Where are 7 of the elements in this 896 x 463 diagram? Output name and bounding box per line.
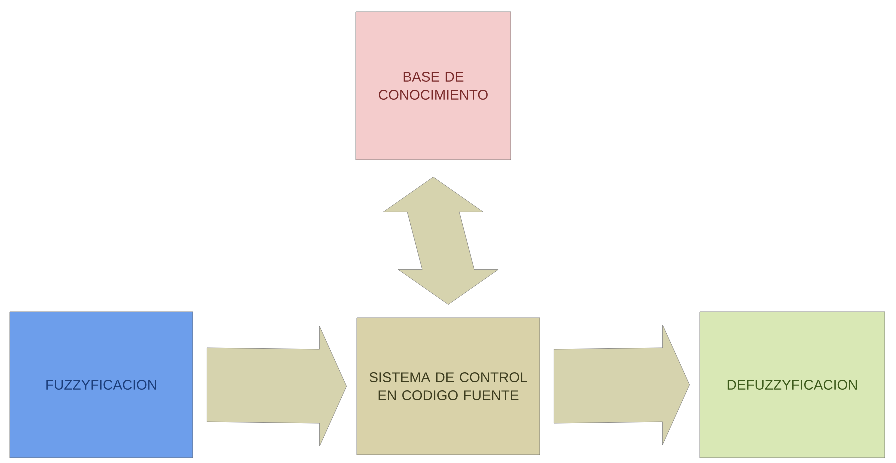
block-arrow <box>207 326 347 447</box>
block-arrow <box>383 177 499 305</box>
process-box: BASE DE CONOCIMIENTO <box>356 12 512 160</box>
process-box: DEFUZZYFICACION <box>700 312 886 458</box>
process-box: SISTEMA DE CONTROL EN CODIGO FUENTE <box>356 318 540 456</box>
process-box: FUZZYFICACION <box>10 312 194 458</box>
block-arrow <box>554 324 690 446</box>
